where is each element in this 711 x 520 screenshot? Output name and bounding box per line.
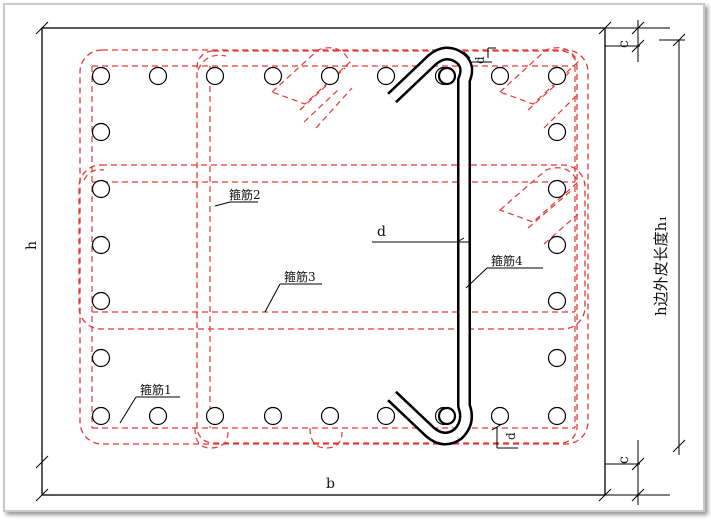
stirrup-4 <box>387 46 474 446</box>
stirrup-hooks <box>83 47 579 449</box>
dim-b-label: b <box>326 476 335 492</box>
longitudinal-bars <box>91 66 567 426</box>
dim-right <box>605 20 686 505</box>
stirrup-3 <box>78 164 586 330</box>
h1-length-label: h边外皮长度h₁ <box>652 216 670 316</box>
stirrup-1 <box>79 49 589 445</box>
dim-d-top-label: d <box>473 56 487 64</box>
corner-ticks <box>35 21 612 502</box>
label-stirrup-1: 箍筋1 <box>140 382 172 397</box>
label-stirrup-2: 箍筋2 <box>229 187 261 202</box>
dim-d-center-label: d <box>377 224 386 240</box>
dim-c-top-label: c <box>616 40 632 48</box>
stirrup-inner-lines <box>91 65 576 429</box>
leader-lines <box>119 201 543 424</box>
dim-c-bottom-label: c <box>616 456 632 464</box>
dim-d-ticks <box>463 47 518 449</box>
tie-bar-bottom <box>437 406 457 426</box>
stirrup-2 <box>196 50 578 444</box>
label-stirrup-4: 箍筋4 <box>491 253 523 268</box>
section-outline <box>41 27 606 496</box>
label-stirrup-3: 箍筋3 <box>284 269 316 284</box>
tie-bar-top <box>437 66 457 86</box>
dim-h-label: h <box>24 241 40 250</box>
dim-d-bottom-label: d <box>504 432 518 440</box>
